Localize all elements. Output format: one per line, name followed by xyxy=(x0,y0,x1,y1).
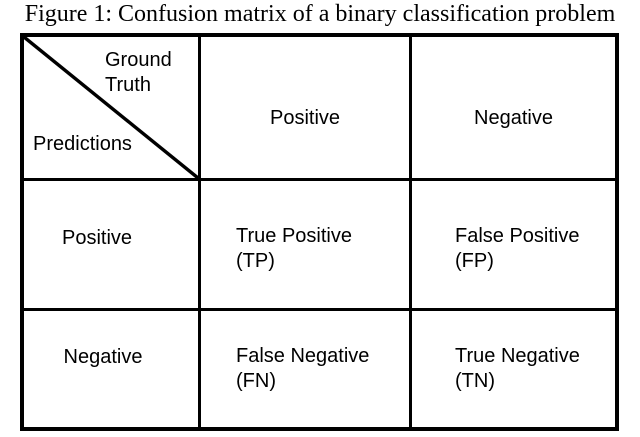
row-header-negative: Negative xyxy=(24,308,198,427)
axis-corner-cell: Ground Truth Predictions xyxy=(24,37,198,178)
cell-true-negative-line2: (TN) xyxy=(455,370,495,392)
diagonal-line xyxy=(24,37,198,178)
cell-true-positive-line2: (TP) xyxy=(236,249,275,272)
cell-true-negative: True Negative (TN) xyxy=(409,308,615,427)
predictions-axis-label: Predictions xyxy=(33,133,132,155)
cell-false-positive-line2: (FP) xyxy=(455,249,494,272)
cell-true-positive-line1: True Positive xyxy=(236,224,352,247)
cell-false-positive: False Positive (FP) xyxy=(409,178,615,308)
row-header-positive: Positive xyxy=(24,178,198,308)
cell-true-negative-line1: True Negative xyxy=(455,345,580,367)
cell-false-positive-line1: False Positive xyxy=(455,224,580,247)
cell-false-negative: False Negative (FN) xyxy=(198,308,409,427)
figure-caption: Figure 1: Confusion matrix of a binary c… xyxy=(24,1,616,27)
ground-truth-axis-label: Ground Truth xyxy=(105,49,172,96)
col-header-negative: Negative xyxy=(409,37,615,178)
cell-true-positive: True Positive (TP) xyxy=(198,178,409,308)
cell-false-negative-line1: False Negative xyxy=(236,345,370,367)
cell-false-negative-line2: (FN) xyxy=(236,370,276,392)
col-header-positive: Positive xyxy=(198,37,409,178)
confusion-matrix-table: Ground Truth Predictions Positive Negati… xyxy=(20,33,619,431)
